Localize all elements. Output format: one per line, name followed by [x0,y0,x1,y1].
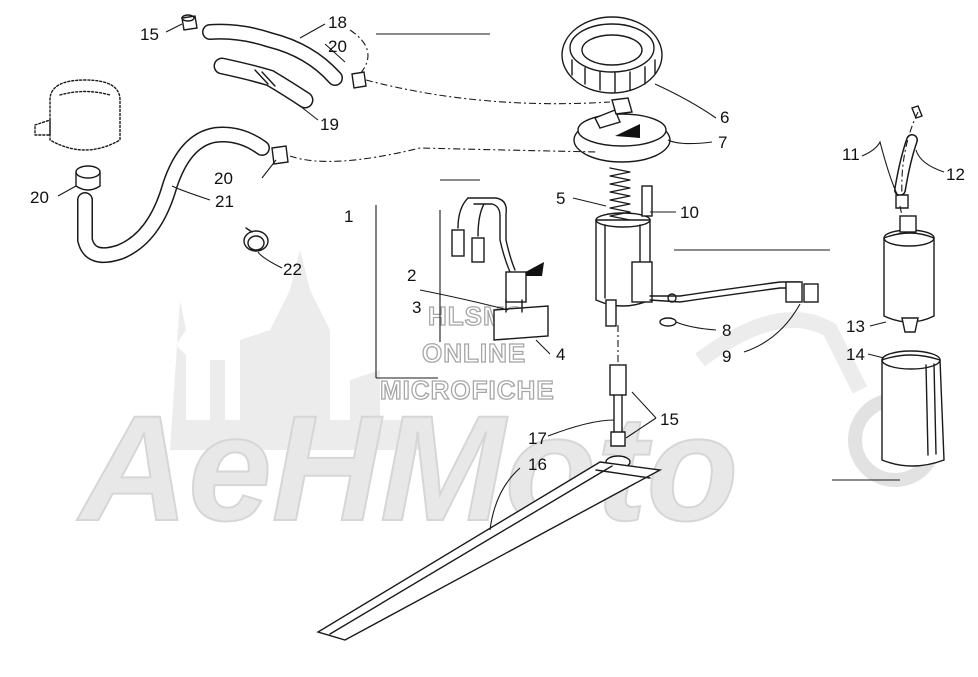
part-16-strap [316,461,663,641]
watermark-line2: ONLINE [422,338,526,368]
part-5-spring [609,167,631,221]
callout-17: 17 [528,429,547,448]
part-22-clamp [243,227,269,252]
part-20-fitting-middle [271,145,289,165]
part-19-hose [213,57,314,109]
callout-20-middle: 20 [214,169,233,188]
callout-19: 19 [320,115,339,134]
callout-labels: 15 18 20 19 20 20 21 22 6 7 5 10 1 2 3 4… [30,13,965,474]
part-7-flange [573,97,671,163]
part-17-tube [609,364,627,433]
part-20-fitting-left [75,165,101,191]
callout-15-lower: 15 [660,410,679,429]
section-lines [375,33,900,481]
part-21-hose [77,126,270,263]
callout-13: 13 [846,317,865,336]
callout-10: 10 [680,203,699,222]
callout-14: 14 [846,345,865,364]
part-3-4-connector [493,271,549,341]
callout-15-top: 15 [140,25,159,44]
flow-lines [289,29,919,365]
part-13-fuel-pump [883,215,935,333]
callout-1: 1 [344,207,353,226]
watermark-frame [695,312,868,394]
part-18-hose [202,23,343,86]
part-15-nut-top [181,14,198,31]
part-6-ring [561,16,663,94]
part-2-harness [451,197,544,276]
callout-12: 12 [946,165,965,184]
triangle-marker-7 [615,124,640,138]
callout-18: 18 [328,13,347,32]
fuel-cap-sketch [34,79,121,151]
callout-6: 6 [720,108,729,127]
callout-9: 9 [722,347,731,366]
callout-5: 5 [556,189,565,208]
callout-11: 11 [842,145,860,164]
watermark-skyline [170,250,420,450]
part-14-sleeve [881,350,945,467]
part-11-12-hose [894,105,923,209]
part-8-9-sender [649,281,819,327]
callout-7: 7 [718,133,727,152]
leader-lines [57,23,945,531]
callout-4: 4 [556,345,565,364]
callout-20-left: 20 [30,188,49,207]
callout-2: 2 [407,266,416,285]
callout-3: 3 [412,298,421,317]
callout-21: 21 [215,192,234,211]
callout-22: 22 [283,260,302,279]
callout-8: 8 [722,321,731,340]
callout-16: 16 [528,455,547,474]
callout-20-top: 20 [328,37,347,56]
part-10-module-body [595,185,653,327]
watermark-line3: MICROFICHE [380,375,555,405]
part-20-fitting-top [351,71,367,89]
